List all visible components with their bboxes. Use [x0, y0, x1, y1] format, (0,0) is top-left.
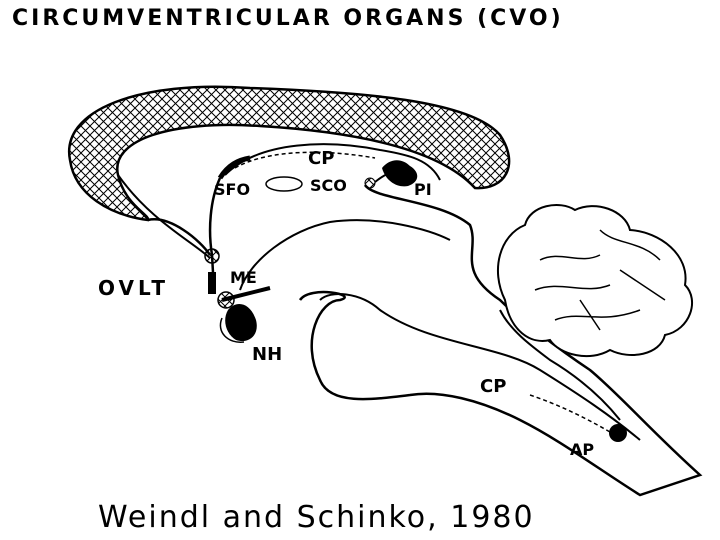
label-me: ME [230, 270, 257, 286]
ovlt-marker [208, 272, 216, 294]
citation-credit: Weindl and Schinko, 1980 [98, 500, 535, 535]
label-sco: SCO [310, 178, 347, 194]
label-ovlt: OVLT [98, 278, 169, 298]
label-sfo: SFO [214, 182, 250, 198]
interthalamic-oval [266, 177, 302, 191]
label-ap: AP [570, 442, 594, 458]
label-pi: PI [414, 182, 432, 198]
label-cp-top: CP [308, 150, 334, 168]
cerebellum-outline [498, 205, 692, 356]
label-nh: NH [252, 346, 282, 364]
label-cp-bottom: CP [480, 378, 506, 396]
pineal-gland [382, 160, 417, 186]
ovlt-organ [205, 249, 219, 263]
ap-organ [609, 424, 627, 442]
hypothalamus-outline [240, 220, 450, 290]
neurohypophysis [225, 304, 257, 341]
me-organ [218, 292, 234, 308]
